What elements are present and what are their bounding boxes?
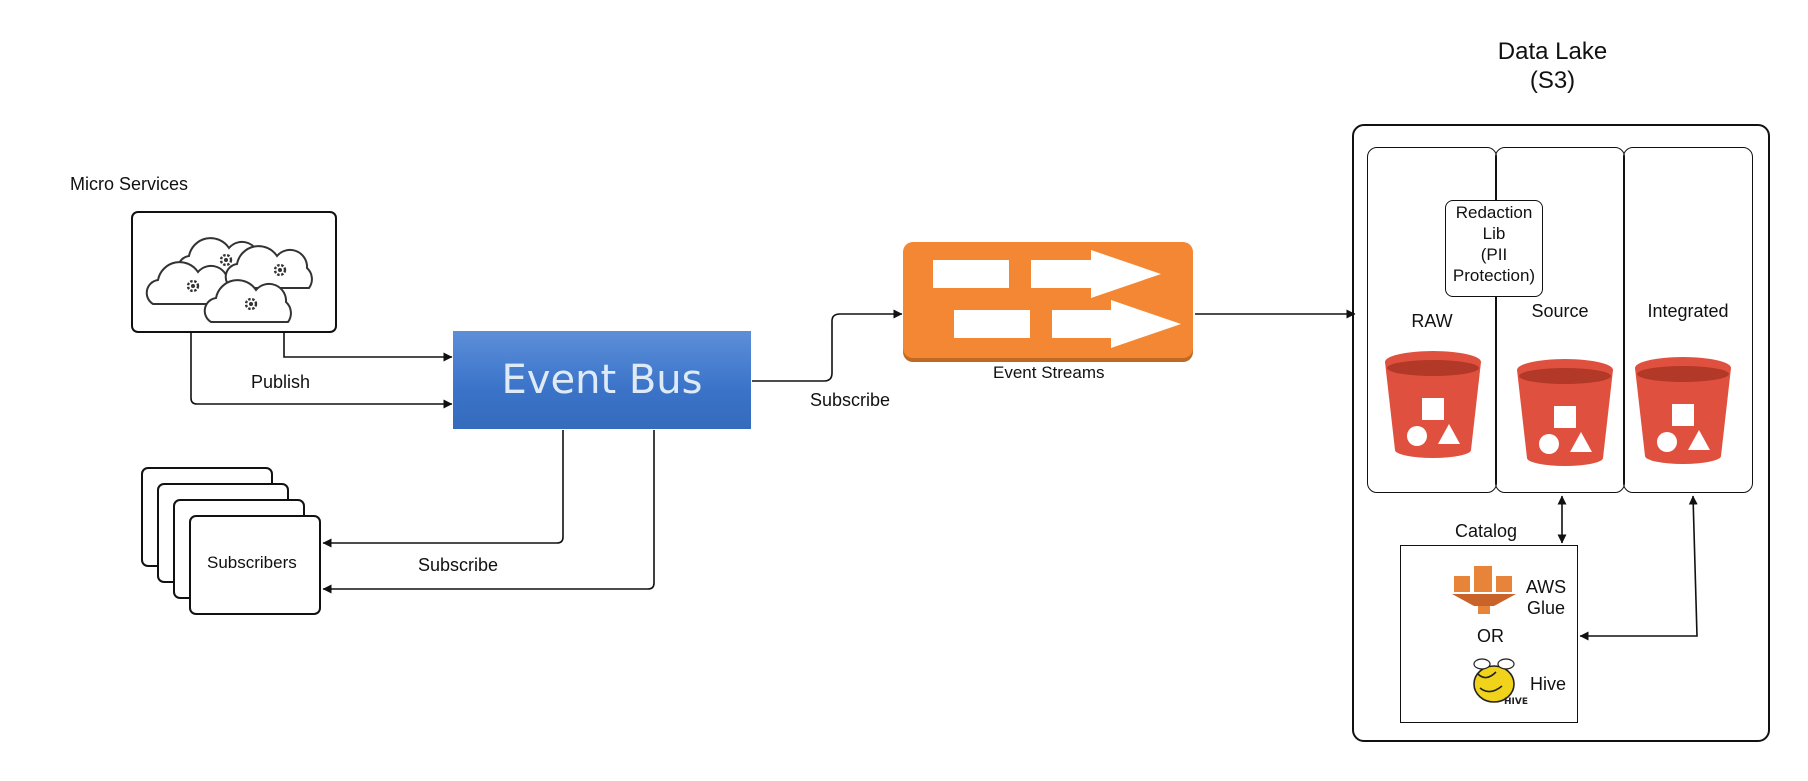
aws-glue-label: AWS Glue [1523, 577, 1569, 619]
zone-integrated-label: Integrated [1647, 301, 1729, 321]
edge-integrated-catalog [1579, 495, 1698, 641]
publish-edge-label: Publish [251, 372, 311, 392]
zone-integrated [1623, 147, 1753, 493]
microservices-label: Micro Services [70, 174, 189, 194]
subscribe-streams-edge-label: Subscribe [810, 390, 891, 410]
aws-glue-icon [1452, 566, 1516, 614]
data-lake-title-line1: Data Lake [1497, 38, 1608, 65]
catalog-or-label: OR [1477, 626, 1504, 646]
hive-logo-text: HIVE [1504, 697, 1528, 707]
event-streams-node [903, 242, 1193, 358]
zone-source-label: Source [1531, 301, 1589, 321]
aws-glue-label-line2: Glue [1526, 598, 1566, 618]
event-bus-label: Event Bus [501, 357, 703, 403]
catalog-box [1400, 545, 1578, 723]
hive-logo-icon: HIVE [1473, 658, 1528, 707]
redaction-line1: Redaction [1455, 203, 1533, 222]
hive-label: Hive [1530, 674, 1567, 694]
redaction-line3: (PII [1480, 245, 1508, 264]
data-lake-title: Data Lake (S3) [1440, 38, 1665, 96]
zone-raw-label: RAW [1411, 311, 1453, 331]
redaction-lib-box: Redaction Lib (PII Protection) [1445, 200, 1543, 297]
edge-micro-to-bus-upper [283, 332, 453, 362]
zone-source [1495, 147, 1625, 493]
edge-bus-to-streams [752, 309, 903, 382]
aws-glue-label-line1: AWS [1525, 577, 1567, 597]
subscribe-subscribers-edge-label: Subscribe [418, 555, 499, 575]
edge-bus-to-subscribers-2 [322, 430, 655, 594]
data-lake-title-line2: (S3) [1529, 66, 1576, 94]
zone-raw [1367, 147, 1497, 493]
subscriber-card [189, 515, 321, 615]
redaction-line4: Protection) [1452, 266, 1536, 285]
data-lake-container [1352, 124, 1770, 742]
subscribers-label: Subscribers [207, 553, 297, 572]
event-bus-node: Event Bus [453, 331, 751, 429]
stream-arrows-icon [933, 250, 1181, 348]
redaction-line2: Lib [1482, 224, 1506, 243]
event-streams-label: Event Streams [993, 363, 1105, 382]
edge-bus-to-subscribers-1 [322, 430, 564, 548]
edge-micro-to-bus-publish [190, 332, 453, 409]
catalog-label: Catalog [1455, 521, 1518, 541]
